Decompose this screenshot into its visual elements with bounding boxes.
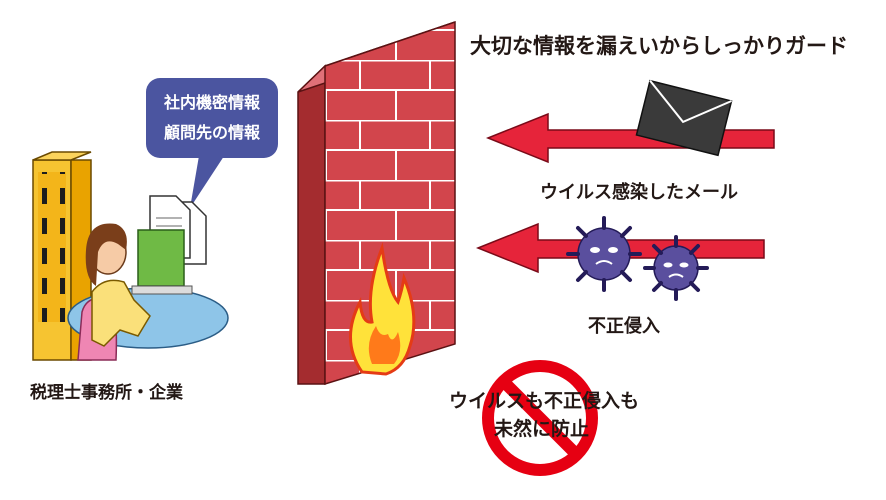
intrusion-label: 不正侵入: [588, 316, 660, 337]
office-label: 税理士事務所・企業: [30, 383, 183, 403]
bubble-line-2: 顧問先の情報: [163, 123, 260, 142]
woman-at-computer-icon: [67, 223, 229, 361]
virus-mail-label: ウイルス感染したメール: [540, 182, 738, 203]
bubble-line-1: 社内機密情報: [163, 93, 260, 112]
firewall-icon: [297, 20, 456, 386]
envelope-icon: [635, 79, 733, 157]
headline: 大切な情報を漏えいからしっかりガード: [470, 34, 848, 58]
virus-icon: [566, 216, 709, 301]
prevention-line-1: ウイルスも不正侵入も: [449, 390, 640, 412]
prohibition-icon: [482, 360, 598, 476]
prevention-line-2: 未然に防止: [494, 418, 590, 440]
fire-icon: [349, 242, 416, 376]
speech-bubble: [146, 78, 278, 208]
